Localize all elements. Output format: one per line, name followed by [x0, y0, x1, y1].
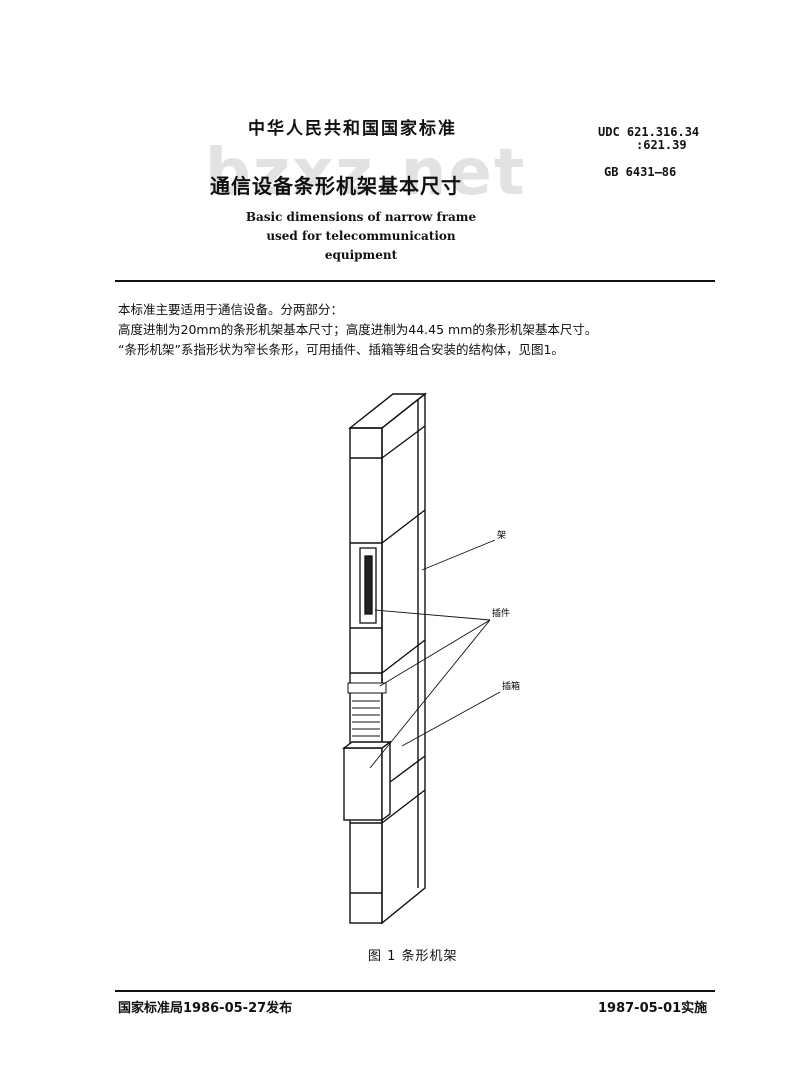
effective-date: 1987-05-01实施	[598, 1001, 708, 1016]
document-title-cn: 通信设备条形机架基本尺寸	[210, 174, 462, 198]
figure-caption: 图 1 条形机架	[368, 949, 458, 964]
title-en-line-1: Basic dimensions of narrow frame	[245, 210, 477, 224]
footer-divider	[115, 990, 715, 992]
leader-box	[401, 691, 501, 747]
document-title-en: Basic dimensions of narrow frame used fo…	[236, 208, 486, 265]
national-standard-heading: 中华人民共和国国家标准	[248, 119, 457, 139]
label-plugin-box: 插箱	[502, 680, 520, 692]
frame-top-face	[347, 393, 428, 429]
paragraph-1: 本标准主要适用于通信设备。分两部分：	[118, 302, 344, 317]
issue-date: 国家标准局1986-05-27发布	[118, 1001, 293, 1016]
udc-line-1: UDC 621.316.34	[598, 125, 700, 139]
plugin-card	[359, 547, 377, 624]
leader-plugin-1	[374, 609, 491, 621]
leader-plugin-3	[369, 619, 491, 769]
label-plugin: 插件	[492, 607, 510, 619]
paragraph-2: 高度进制为20mm的条形机架基本尺寸；高度进制为44.45 mm的条形机架基本尺…	[118, 322, 598, 337]
watermark: bzxz.net	[205, 136, 527, 210]
header-divider	[115, 280, 715, 282]
label-frame: 架	[497, 530, 506, 541]
frame-front-face	[349, 427, 383, 924]
gb-number: GB 6431—86	[604, 165, 677, 179]
udc-line-2: :621.39	[636, 138, 687, 152]
plugin-box	[341, 740, 393, 822]
udc-code: UDC 621.316.34 :621.39	[598, 126, 699, 152]
leader-frame	[421, 539, 496, 571]
leader-plugin-2	[379, 619, 491, 687]
card-slats	[347, 682, 387, 737]
paragraph-3: “条形机架”系指形状为窄长条形，可用插件、插箱等组合安装的结构体，见图1。	[118, 342, 564, 357]
narrow-frame-figure: 架 插件 插箱	[341, 392, 520, 925]
title-en-line-2: used for telecommunication equipment	[266, 229, 456, 262]
